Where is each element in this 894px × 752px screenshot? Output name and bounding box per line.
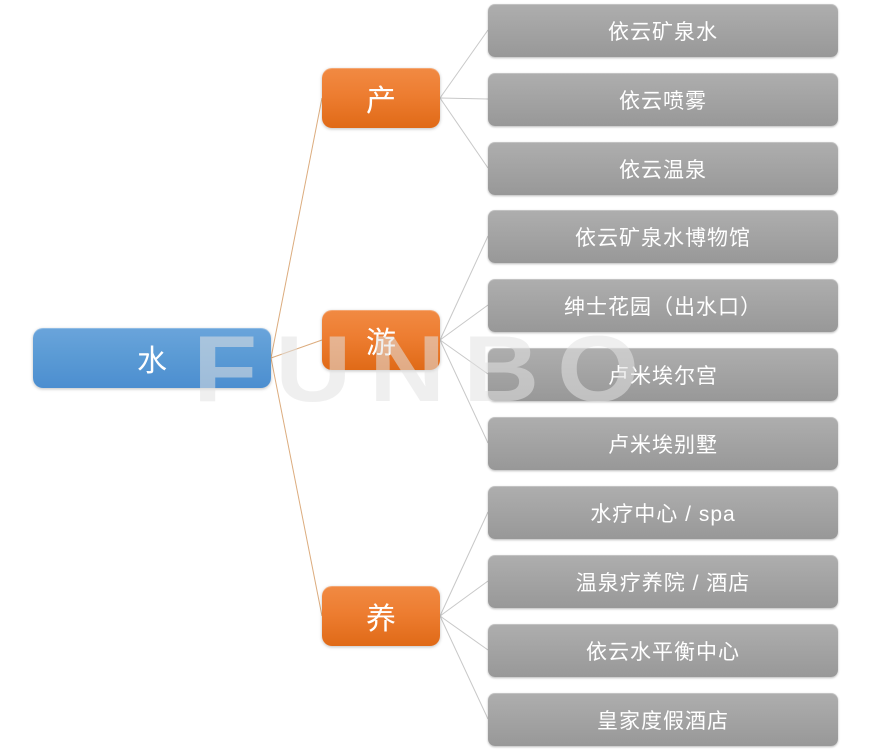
leaf-node: 绅士花园（出水口）	[488, 279, 838, 332]
branch-node-produce: 产	[322, 68, 440, 128]
branch-node-wellness: 养	[322, 586, 440, 646]
leaf-node: 依云喷雾	[488, 73, 838, 126]
leaf-node: 卢米埃尔宫	[488, 348, 838, 401]
leaf-node: 依云矿泉水	[488, 4, 838, 57]
leaf-node: 依云矿泉水博物馆	[488, 210, 838, 263]
root-node-water: 水	[33, 328, 271, 388]
leaf-node: 皇家度假酒店	[488, 693, 838, 746]
leaf-node: 依云温泉	[488, 142, 838, 195]
leaf-node: 温泉疗养院 / 酒店	[488, 555, 838, 608]
leaf-node: 水疗中心 / spa	[488, 486, 838, 539]
leaf-node: 依云水平衡中心	[488, 624, 838, 677]
leaf-node: 卢米埃别墅	[488, 417, 838, 470]
branch-node-travel: 游	[322, 310, 440, 370]
